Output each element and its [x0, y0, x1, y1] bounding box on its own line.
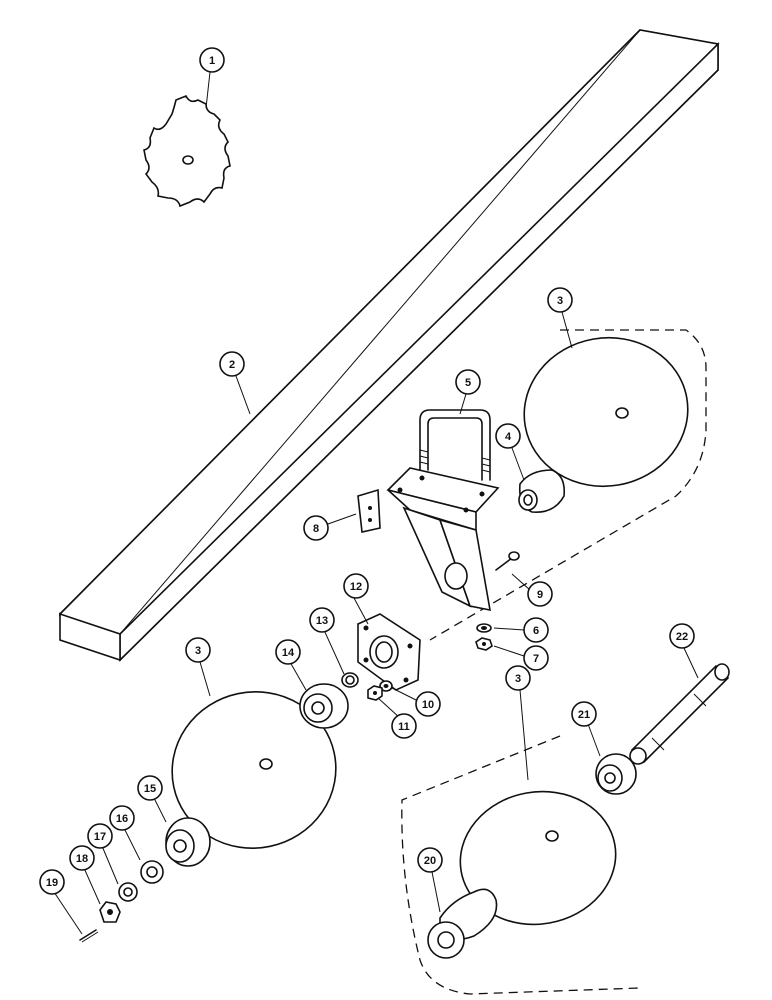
callout-18: 18 — [69, 845, 95, 871]
spool-21 — [595, 753, 637, 795]
lock-washer — [476, 623, 492, 633]
leader-lines — [53, 71, 699, 935]
callout-2: 2 — [219, 351, 245, 377]
washer-17 — [118, 882, 138, 902]
callout-5: 5 — [455, 369, 481, 395]
svg-text:5: 5 — [465, 377, 471, 389]
callout-11: 11 — [391, 713, 417, 739]
svg-text:11: 11 — [398, 721, 410, 733]
dashed-group-outline-lower — [401, 735, 641, 995]
svg-text:15: 15 — [144, 783, 156, 795]
callout-15: 15 — [137, 775, 163, 801]
callout-16: 16 — [109, 805, 135, 831]
callout-7: 7 — [523, 645, 549, 671]
callout-6: 6 — [523, 617, 549, 643]
washer — [379, 680, 393, 692]
callout-10: 10 — [415, 691, 441, 717]
callout-21: 21 — [571, 701, 597, 727]
castle-nut — [99, 901, 121, 923]
svg-text:9: 9 — [537, 589, 543, 601]
spool-15 — [165, 817, 211, 867]
svg-text:6: 6 — [533, 625, 539, 637]
spool-14 — [299, 683, 349, 729]
svg-text:13: 13 — [316, 615, 328, 627]
hanger-bracket — [357, 467, 500, 612]
callout-20: 20 — [417, 847, 443, 873]
svg-text:12: 12 — [350, 581, 362, 593]
svg-text:17: 17 — [94, 831, 106, 843]
callout-14: 14 — [275, 639, 301, 665]
callout-1: 1 — [199, 47, 225, 73]
shaft — [629, 663, 730, 765]
disc-blade-upper — [523, 336, 689, 488]
svg-text:4: 4 — [505, 431, 512, 443]
svg-text:10: 10 — [422, 699, 434, 711]
svg-text:22: 22 — [676, 631, 688, 643]
callout-3-left: 3 — [185, 637, 211, 663]
gang-bar — [58, 29, 720, 662]
cone-spool-upper — [518, 469, 566, 513]
bearing-housing — [357, 613, 421, 691]
svg-text:21: 21 — [578, 709, 590, 721]
svg-text:3: 3 — [195, 645, 201, 657]
svg-text:19: 19 — [46, 877, 58, 889]
callout-22: 22 — [669, 623, 695, 649]
svg-text:2: 2 — [229, 359, 235, 371]
callout-17: 17 — [87, 823, 113, 849]
nut-small — [367, 685, 383, 701]
spool-20 — [427, 888, 498, 959]
notched-disc-blade — [143, 94, 231, 208]
svg-text:8: 8 — [313, 523, 319, 535]
callout-3-lower: 3 — [505, 665, 531, 691]
disc-blade-lower — [459, 790, 617, 926]
callout-12: 12 — [343, 573, 369, 599]
dashed-group-outline-upper — [429, 329, 707, 641]
callout-8: 8 — [303, 515, 329, 541]
svg-text:14: 14 — [282, 647, 295, 659]
svg-text:3: 3 — [515, 673, 521, 685]
svg-text:20: 20 — [424, 855, 436, 867]
svg-text:3: 3 — [557, 295, 563, 307]
cotter-pin — [79, 929, 99, 943]
snap-ring — [341, 672, 359, 688]
callout-9: 9 — [527, 581, 553, 607]
callout-3-upper: 3 — [547, 287, 573, 313]
callout-19: 19 — [39, 869, 65, 895]
callout-13: 13 — [309, 607, 335, 633]
u-bolt — [419, 409, 491, 481]
nut — [475, 637, 493, 651]
svg-text:16: 16 — [116, 813, 128, 825]
svg-text:7: 7 — [533, 653, 539, 665]
svg-text:18: 18 — [76, 853, 88, 865]
callout-4: 4 — [495, 423, 521, 449]
svg-text:1: 1 — [209, 55, 215, 67]
disc-blade-left — [171, 691, 337, 849]
bolt — [495, 551, 520, 571]
washer-16 — [140, 860, 164, 884]
